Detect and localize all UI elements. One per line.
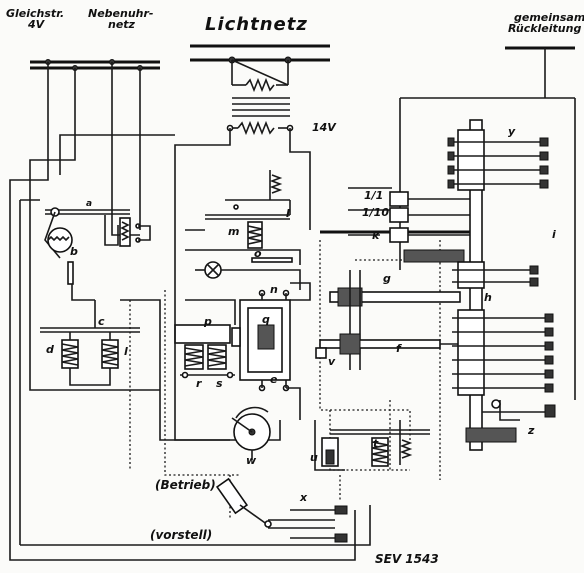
cam-shaft (457, 119, 517, 451)
letter-n: n (270, 283, 278, 296)
letter-b: b (70, 245, 78, 258)
letter-h: h (484, 291, 492, 304)
letter-f: f (396, 342, 401, 355)
letter-l: l (124, 345, 128, 358)
relay-tu (314, 420, 430, 471)
letter-q: q (262, 313, 270, 326)
position-set-label: (vorstell) (150, 528, 213, 542)
letter-s: s (216, 377, 223, 390)
letter-v: v (328, 355, 336, 368)
letter-k: k (372, 229, 380, 242)
letter-e: e (270, 373, 278, 386)
relay-m (185, 170, 291, 249)
letter-u: u (310, 451, 318, 464)
slave-clock-label: Nebenuhr- netz (88, 7, 154, 31)
letter-p: p (204, 315, 212, 328)
contact-z (482, 399, 556, 421)
letter-i: i (552, 228, 556, 241)
position-run-label: (Betrieb) (155, 478, 216, 492)
mains-bus (190, 44, 330, 93)
letter-y: y (508, 125, 516, 138)
letter-d: d (46, 343, 54, 356)
contact-rows-h (452, 97, 576, 400)
letter-w: w (246, 454, 257, 467)
letter-z: z (528, 424, 535, 437)
letter-o: o (254, 247, 262, 260)
reference-label: SEV 1543 (375, 552, 439, 566)
fraction-1-10: 1/10 (362, 206, 389, 219)
letter-a: a (86, 199, 93, 209)
dial-w (231, 406, 271, 460)
contact-rows-y (447, 137, 549, 189)
mode-selector-x (215, 477, 348, 543)
mains-label: Lichtnetz (205, 14, 308, 35)
letter-r: r (196, 377, 202, 390)
common-return-line (399, 46, 575, 270)
letter-t: t (373, 437, 379, 450)
common-return-label: gemeinsame Rückleitung (508, 11, 584, 35)
fraction-1-1: 1/1 (364, 189, 384, 202)
escapement-ab (44, 207, 151, 301)
indicator-lamp (185, 249, 301, 290)
motor-unit (174, 282, 311, 441)
letter-one: I (286, 207, 291, 220)
dc-supply-label: Gleichstr. 4V (6, 7, 65, 31)
letter-m: m (228, 225, 240, 238)
transformer (174, 97, 311, 300)
letter-x: x (300, 491, 308, 504)
voltage-label: 14V (312, 121, 336, 134)
letter-c: c (98, 315, 105, 328)
relay-group-dl (40, 299, 230, 441)
interval-switches (348, 187, 470, 243)
gear-train (315, 230, 475, 370)
letter-g: g (383, 272, 391, 285)
left-wiring (9, 62, 371, 561)
